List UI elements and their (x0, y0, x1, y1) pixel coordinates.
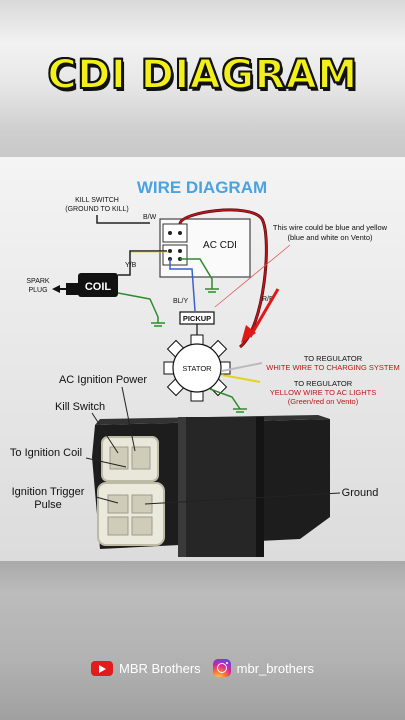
kill-switch-label: KILL SWITCH (75, 197, 119, 204)
wire-bl-y-label: BL/Y (173, 298, 189, 305)
yellow-black-wire (118, 250, 167, 276)
note-line2: (blue and white on Vento) (287, 233, 373, 242)
coil-box (78, 273, 118, 297)
yellow-wire (221, 374, 261, 383)
coil-label: COIL (85, 281, 112, 293)
callout-ground (144, 492, 341, 505)
spark-plug-label: SPARK (26, 278, 50, 285)
blue-yellow-wire (169, 259, 196, 312)
spark-plug-sublabel: PLUG (28, 287, 47, 294)
instagram-handle[interactable]: mbr_brothers (236, 660, 314, 676)
regulator-yellow-note: (Green/red on Vento) (288, 397, 359, 406)
label-ignition-trigger: Ignition Trigger (12, 486, 85, 498)
wire-r-b-label: R/B (262, 296, 274, 303)
label-ground: Ground (342, 487, 379, 499)
label-ac-ignition-power: AC Ignition Power (59, 374, 147, 386)
bottom-strip (0, 561, 405, 720)
ac-cdi-label: AC CDI (203, 240, 237, 251)
regulator-white-desc: WHITE WIRE TO CHARGING SYSTEM (266, 363, 399, 372)
cdi-ground-wire (180, 258, 213, 289)
wire-diagram-heading: WIRE DIAGRAM (137, 178, 267, 197)
youtube-channel-name[interactable]: MBR Brothers (119, 660, 201, 676)
page-title: CDI DIAGRAM (46, 51, 358, 99)
regulator-yellow-desc: YELLOW WIRE TO AC LIGHTS (270, 388, 376, 397)
white-wire (221, 362, 263, 372)
note-pointer-line (214, 244, 291, 308)
instagram-icon (212, 659, 231, 677)
regulator-white-label: TO REGULATOR (304, 354, 363, 363)
kill-switch-wire (96, 215, 150, 224)
callout-ignition-coil (85, 457, 127, 468)
wire-b-w-label: B/W (143, 214, 157, 221)
spark-arrow-icon (52, 285, 60, 293)
cdi-unit-photo (92, 415, 330, 557)
label-ignition-trigger-pulse: Pulse (34, 499, 62, 511)
stator-label: STATOR (182, 364, 212, 373)
callout-ac-power (121, 386, 136, 452)
cdi-connector-top (162, 223, 188, 243)
coil-ground-wire (117, 292, 159, 323)
kill-switch-sublabel: (GROUND TO KILL) (65, 206, 129, 213)
label-kill-switch: Kill Switch (55, 401, 105, 413)
wire-diagram: WIRE DIAGRAM KILL SWITCH (GROUND TO KILL… (10, 178, 400, 557)
pickup-label: PICKUP (183, 314, 211, 323)
label-to-ignition-coil: To Ignition Coil (10, 447, 82, 459)
youtube-icon (91, 660, 114, 676)
footer: MBR Brothers mbr_brothers (0, 657, 405, 679)
regulator-yellow-label: TO REGULATOR (294, 379, 353, 388)
stator-ground-wire (209, 388, 241, 410)
stator (163, 334, 231, 402)
note-line1: This wire could be blue and yellow (273, 223, 388, 232)
red-arrow (248, 288, 280, 338)
cdi-connector-bottom (162, 244, 188, 266)
connector-bottom (97, 482, 165, 546)
callout-kill-switch (91, 412, 119, 454)
callout-trigger (95, 496, 119, 504)
wire-y-b-label: Y/B (125, 262, 137, 269)
